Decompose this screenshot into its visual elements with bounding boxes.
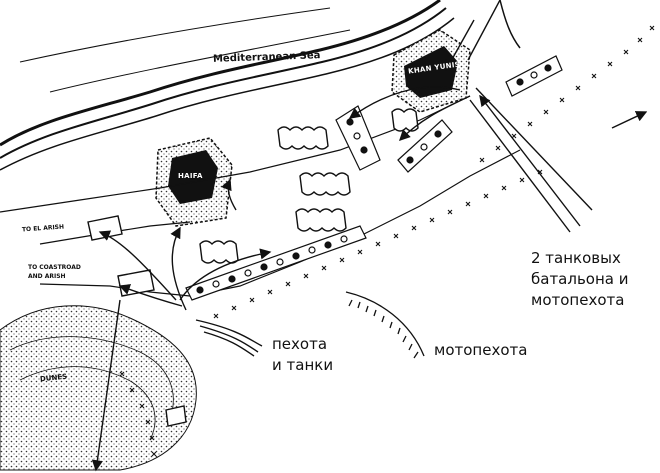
unit-label-tank-battalions-line2: батальона и	[531, 270, 629, 288]
town-label-haifa: HAIFA	[178, 172, 203, 180]
road-label-coastroad: TO COASTROAD	[28, 264, 81, 271]
unit-label-tank-battalions-line3: мотопехота	[531, 291, 625, 309]
dunes-area	[0, 305, 197, 471]
wire-obstacles	[119, 25, 655, 457]
unit-label-motor-infantry: мотопехота	[434, 341, 528, 359]
motor-infantry-arc	[345, 291, 425, 359]
coastline	[0, 0, 521, 171]
road-label-arish: AND ARISH	[28, 273, 66, 280]
unit-label-infantry-tanks-line1: пехота	[272, 335, 328, 353]
unit-label-infantry-tanks-line2: и танки	[272, 356, 334, 374]
unit-label-tank-battalions-line1: 2 танковых	[531, 249, 621, 267]
attack-arrows	[91, 0, 648, 472]
defensive-positions	[185, 55, 563, 301]
town-khan-yunis	[391, 29, 471, 113]
